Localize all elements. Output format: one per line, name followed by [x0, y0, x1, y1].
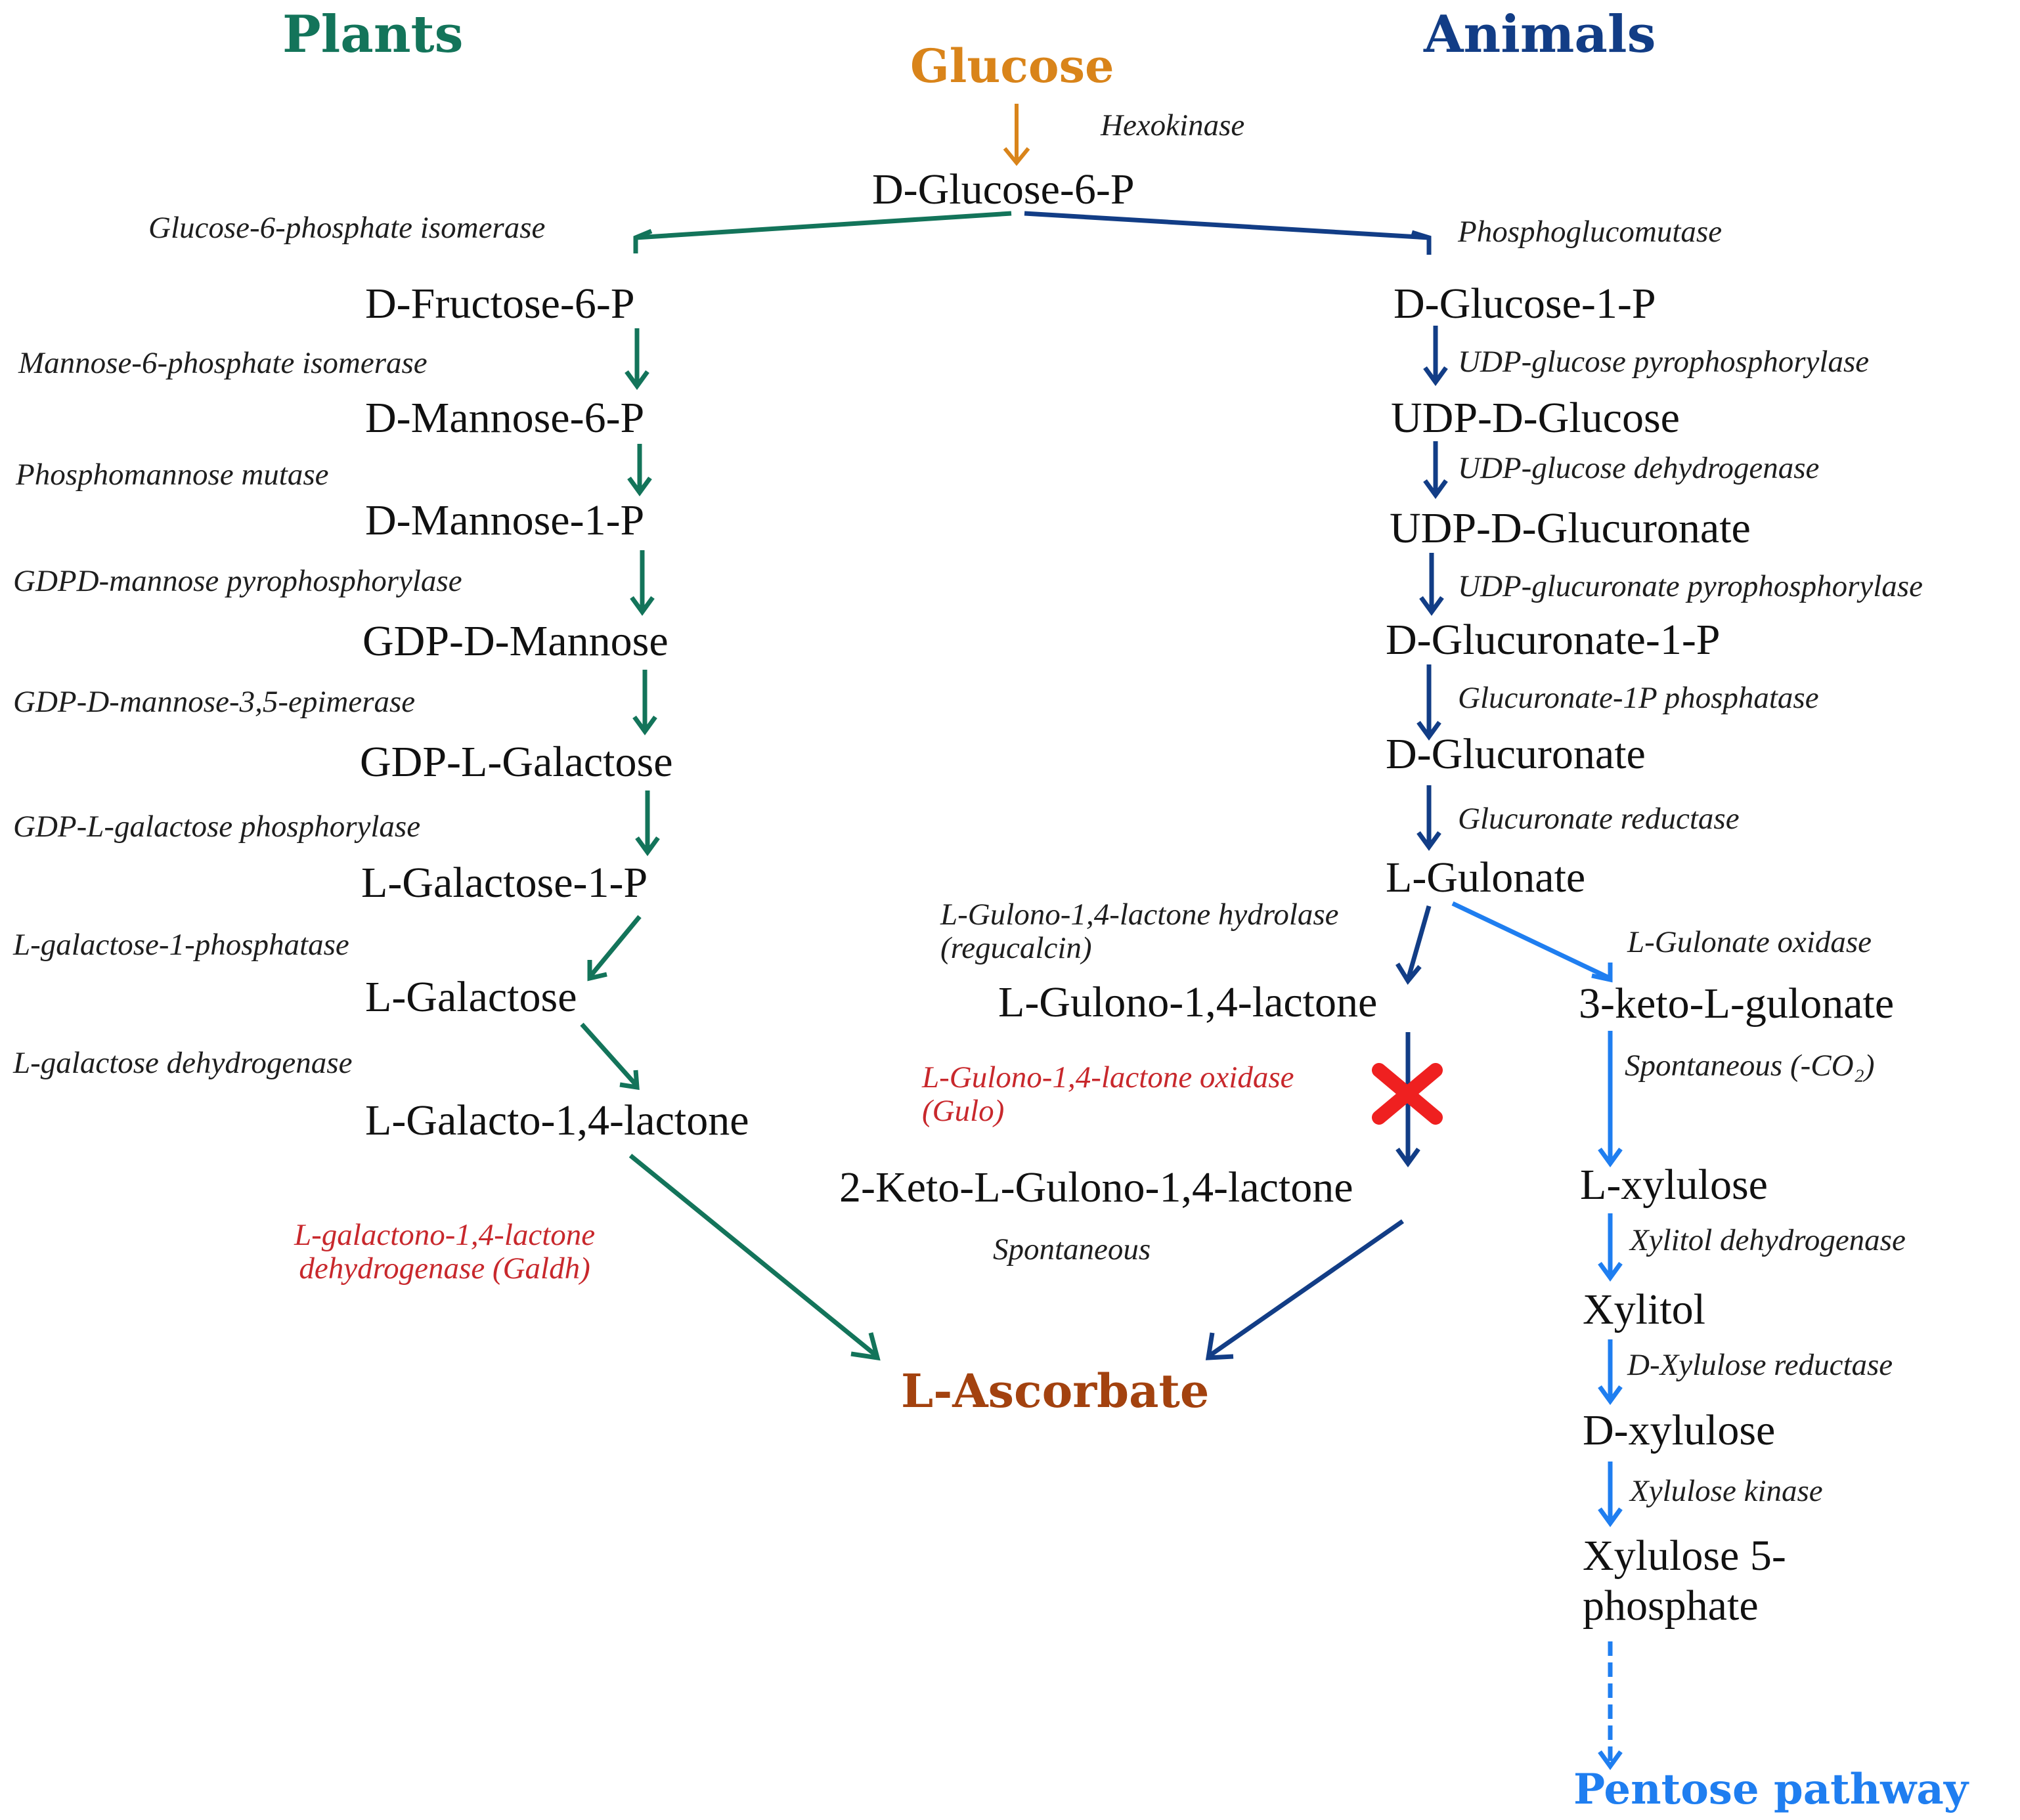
arrow-g6p-to-f6p: [633, 211, 1012, 253]
arrow-f6p-to-m6p: [625, 328, 649, 390]
arrow-lgulonate-to-lgulonolactone: [1395, 905, 1432, 986]
metabolite-xylulose-5-phosphate: Xylulose 5- phosphate: [1583, 1532, 1786, 1630]
metabolite-2-keto-l-gulono-lactone: 2-Keto-L-Gulono-1,4-lactone: [839, 1163, 1353, 1211]
enzyme-xylulose-kinase: Xylulose kinase: [1630, 1474, 1823, 1508]
enzyme-regucalcin: L-Gulono-1,4-lactone hydrolase (regucalc…: [940, 898, 1339, 965]
metabolite-mannose-1p: D-Mannose-1-P: [365, 496, 645, 544]
enzyme-glucuronate-reductase: Glucuronate reductase: [1458, 802, 1740, 836]
metabolite-l-galactose-1p: L-Galactose-1-P: [361, 859, 648, 907]
arrow-lgal-to-lgalactone: [580, 1022, 640, 1091]
arrow-lgulonate-to-ketogulonate: [1451, 901, 1613, 983]
enzyme-galdh: L-galactono-1,4-lactone dehydrogenase (G…: [294, 1218, 596, 1286]
arrow-udpglc-to-udpglcA: [1423, 441, 1448, 499]
enzyme-spontaneous-co2: Spontaneous (-CO₂): [1625, 1049, 1875, 1083]
metabolite-l-xylulose: L-xylulose: [1580, 1161, 1768, 1209]
metabolite-l-gulonate: L-Gulonate: [1386, 854, 1586, 901]
enzyme-hexokinase: Hexokinase: [1101, 108, 1245, 142]
enzyme-gulo: L-Gulono-1,4-lactone oxidase (Gulo): [922, 1060, 1294, 1128]
arrow-x5p-to-pentose-dashed: [1598, 1641, 1623, 1770]
arrow-g6p-to-g1p: [1024, 211, 1432, 255]
enzyme-gdpd-mannose-pyrophosphorylase: GDPD-mannose pyrophosphorylase: [13, 564, 462, 598]
arrow-glucose-to-g6p: [1003, 104, 1030, 166]
arrow-udpglcA-to-glcA1p: [1419, 553, 1444, 616]
metabolite-gdp-d-mannose: GDP-D-Mannose: [362, 617, 669, 665]
plants-header: Plants: [282, 5, 464, 64]
metabolite-udp-d-glucuronate: UDP-D-Glucuronate: [1390, 504, 1751, 552]
metabolite-udp-d-glucose: UDP-D-Glucose: [1391, 394, 1680, 442]
arrow-gdplg-to-lgal1p: [635, 791, 660, 856]
enzyme-phosphoglucomutase: Phosphoglucomutase: [1458, 215, 1723, 249]
arrow-dxylulose-to-x5p: [1598, 1462, 1623, 1527]
arrow-ketolactone-to-ascorbate: [1205, 1219, 1404, 1360]
arrow-glcA1p-to-glcA: [1416, 664, 1441, 741]
metabolite-l-gulono-lactone: L-Gulono-1,4-lactone: [998, 978, 1378, 1026]
arrow-ketogulonate-to-lxylulose: [1598, 1031, 1623, 1167]
metabolite-glucose-6p: D-Glucose-6-P: [872, 165, 1135, 213]
arrow-lgalactone-to-ascorbate: [628, 1154, 881, 1361]
pentose-pathway-label: Pentose pathway: [1573, 1765, 1968, 1814]
metabolite-l-galactose: L-Galactose: [365, 973, 577, 1021]
enzyme-udp-glucuronate-pyrophosphorylase: UDP-glucuronate pyrophosphorylase: [1458, 569, 1923, 603]
arrow-m1p-to-gdpdm: [630, 550, 655, 616]
enzyme-udp-glucose-pyrophosphorylase: UDP-glucose pyrophosphorylase: [1458, 345, 1870, 379]
arrow-gdpdm-to-gdplg: [632, 670, 657, 735]
metabolite-d-xylulose: D-xylulose: [1583, 1406, 1776, 1454]
metabolite-glucuronate-1p: D-Glucuronate-1-P: [1386, 616, 1721, 664]
metabolite-3-keto-l-gulonate: 3-keto-L-gulonate: [1579, 980, 1895, 1028]
enzyme-l-galactose-dehydrogenase: L-galactose dehydrogenase: [13, 1046, 353, 1080]
enzyme-phosphomannose-mutase: Phosphomannose mutase: [16, 458, 329, 492]
glucose-label: Glucose: [910, 39, 1114, 93]
enzyme-udp-glucose-dehydrogenase: UDP-glucose dehydrogenase: [1458, 451, 1820, 485]
enzyme-l-galactose-1-phosphatase: L-galactose-1-phosphatase: [13, 928, 349, 962]
enzyme-glucose-6-phosphate-isomerase: Glucose-6-phosphate isomerase: [148, 211, 546, 245]
metabolite-d-glucuronate: D-Glucuronate: [1386, 730, 1646, 778]
enzyme-spontaneous: Spontaneous: [993, 1232, 1151, 1267]
metabolite-l-galacto-lactone: L-Galacto-1,4-lactone: [365, 1096, 749, 1144]
enzyme-gdp-l-galactose-phosphorylase: GDP-L-galactose phosphorylase: [13, 810, 421, 844]
metabolite-fructose-6p: D-Fructose-6-P: [365, 280, 635, 328]
blocked-step-x-mark: [1372, 1063, 1443, 1125]
arrow-lgal1p-to-lgal: [587, 915, 642, 982]
arrow-g1p-to-udpglc: [1423, 326, 1448, 386]
enzyme-l-gulonate-oxidase: L-Gulonate oxidase: [1627, 925, 1872, 959]
l-ascorbate-label: L-Ascorbate: [901, 1364, 1210, 1418]
animals-header: Animals: [1424, 5, 1656, 64]
arrow-glcA-to-lgulonate: [1416, 785, 1441, 851]
metabolite-mannose-6p: D-Mannose-6-P: [365, 394, 645, 442]
arrow-m6p-to-m1p: [627, 444, 652, 496]
arrow-xylitol-to-dxylulose: [1598, 1339, 1623, 1405]
enzyme-xylitol-dehydrogenase: Xylitol dehydrogenase: [1630, 1223, 1906, 1257]
arrow-lxylulose-to-xylitol: [1598, 1213, 1623, 1282]
enzyme-mannose-6-phosphate-isomerase: Mannose-6-phosphate isomerase: [18, 346, 428, 380]
enzyme-d-xylulose-reductase: D-Xylulose reductase: [1627, 1348, 1893, 1382]
enzyme-gdp-d-mannose-epimerase: GDP-D-mannose-3,5-epimerase: [13, 685, 416, 719]
metabolite-gdp-l-galactose: GDP-L-Galactose: [360, 738, 673, 786]
metabolite-glucose-1p: D-Glucose-1-P: [1394, 280, 1656, 328]
metabolite-xylitol: Xylitol: [1583, 1286, 1706, 1333]
enzyme-glucuronate-1p-phosphatase: Glucuronate-1P phosphatase: [1458, 681, 1819, 715]
